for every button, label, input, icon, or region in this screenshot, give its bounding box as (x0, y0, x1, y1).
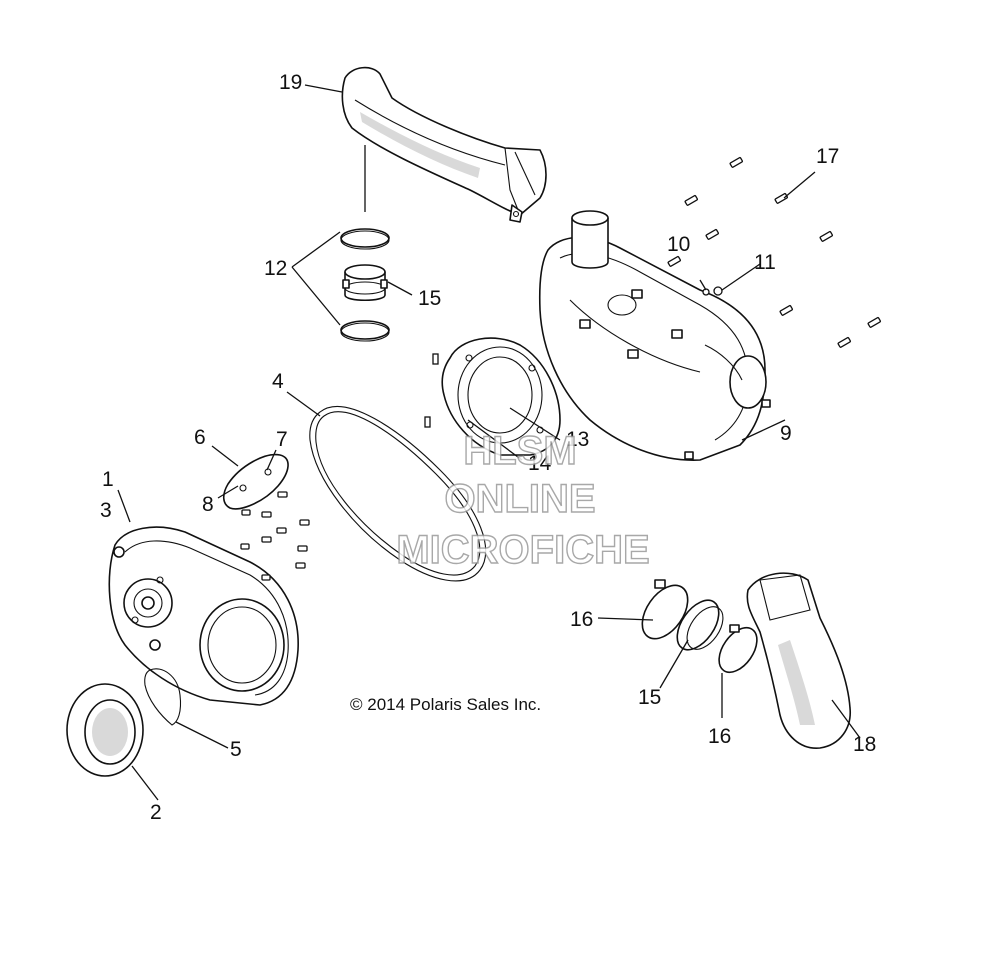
callout-3: 3 (100, 499, 112, 522)
callout-7: 7 (276, 428, 288, 451)
leader-lines (117, 84, 861, 801)
callout-19: 18 (853, 733, 876, 756)
callouts: 19 12 15 17 10 11 9 13 14 4 6 7 8 1 3 5 … (100, 71, 876, 824)
clutch-cover-outer (538, 210, 771, 461)
clamp-upper (340, 228, 390, 250)
inner-cover-plate (441, 337, 561, 456)
callout-15-upper: 15 (418, 287, 441, 310)
callout-17: 17 (816, 145, 839, 168)
coupler-upper (342, 264, 388, 302)
callout-1: 1 (102, 468, 114, 491)
callout-10: 10 (667, 233, 690, 256)
gasket (144, 668, 182, 726)
callout-4: 4 (272, 370, 284, 393)
callout-9: 9 (780, 422, 792, 445)
clamp-lower-right (718, 624, 758, 674)
callout-13: 13 (566, 428, 589, 451)
callout-11: 11 (754, 251, 776, 274)
intake-duct-lower (746, 572, 851, 749)
bolts (240, 156, 881, 581)
clamp-lower-left (641, 579, 689, 640)
intake-duct-upper (341, 66, 547, 223)
callout-14: 14 (528, 452, 552, 475)
callout-12: 12 (264, 257, 287, 280)
clutch-cover-inner (108, 526, 299, 706)
copyright-text: © 2014 Polaris Sales Inc. (350, 695, 541, 714)
watermark-line-2: ONLINE (444, 477, 595, 521)
callout-8: 8 (202, 493, 214, 516)
callout-16-left: 16 (570, 608, 593, 631)
clamp-lower (340, 320, 390, 342)
callout-6: 6 (194, 426, 206, 449)
callout-5: 5 (230, 738, 242, 761)
coupler-lower (676, 599, 724, 651)
callout-16-right: 16 (708, 725, 731, 748)
callout-2: 2 (150, 801, 162, 824)
watermark: HLSM ONLINE MICROFICHE (396, 428, 651, 572)
callout-18: 19 (279, 71, 302, 94)
watermark-line-3: MICROFICHE (396, 528, 649, 572)
drive-belt (309, 406, 487, 582)
callout-15-lower: 15 (638, 686, 661, 709)
watermark-line-1: HLSM (463, 429, 576, 473)
bearing-seal (66, 683, 144, 777)
